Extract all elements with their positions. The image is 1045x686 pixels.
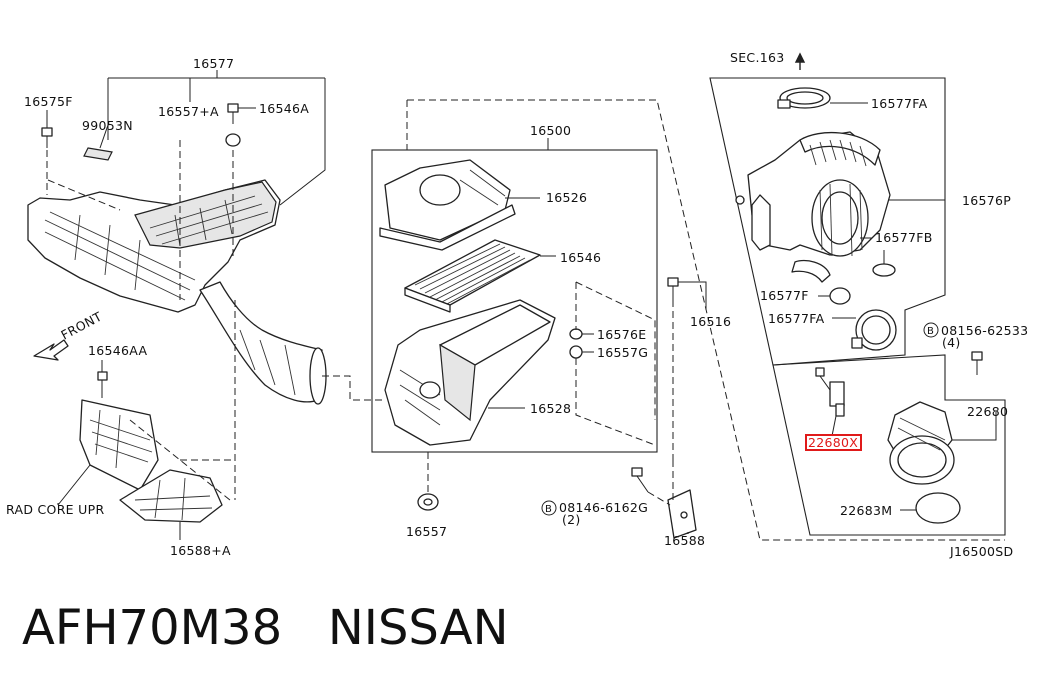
- parts-diagram: FRONT: [6, 50, 1028, 559]
- clamp-16577fb: [872, 263, 896, 277]
- circled-b-left-text: B: [545, 504, 552, 515]
- label-16516: 16516: [690, 314, 731, 329]
- air-cleaner-frame: [371, 149, 658, 453]
- label-22680x: 22680X: [808, 435, 858, 450]
- lower-case-16528: [384, 299, 556, 446]
- label-16528: 16528: [530, 401, 571, 416]
- label-sec-163: SEC.163: [730, 50, 785, 65]
- diagram-code: J16500SD: [949, 544, 1013, 559]
- air-cleaner-group: B: [371, 99, 1005, 541]
- bolt-08156: [971, 351, 983, 375]
- label-16577fb: 16577FB: [875, 230, 933, 245]
- label-16557g: 16557G: [597, 345, 648, 360]
- label-16546a: 16546A: [259, 101, 309, 116]
- bracket-16588: [667, 489, 697, 539]
- caption-brand: NISSAN: [327, 600, 509, 656]
- front-label: FRONT: [58, 309, 104, 343]
- sec-arrow-icon: [794, 52, 806, 70]
- maf-housing-22680: [887, 401, 955, 485]
- label-16546: 16546: [560, 250, 601, 265]
- label-16577fa-mid: 16577FA: [768, 311, 825, 326]
- label-22680: 22680: [967, 404, 1008, 419]
- grommet-16557a: [225, 133, 241, 147]
- product-caption: AFH70M38 NISSAN: [22, 596, 1022, 666]
- label-08146-code: 08146-6162G: [559, 500, 648, 515]
- maf-frame: [772, 354, 1006, 536]
- hose-16577f: [791, 259, 831, 283]
- bolt-16546a: [227, 103, 239, 124]
- label-16577fa-top: 16577FA: [871, 96, 928, 111]
- label-16577: 16577: [193, 56, 234, 71]
- label-08156-qty: (4): [942, 335, 961, 350]
- bracket-16588a: [119, 469, 223, 523]
- label-16500: 16500: [530, 123, 571, 138]
- pad-99053n: [83, 147, 113, 161]
- front-arrow-icon: [33, 339, 69, 361]
- label-08156-code: 08156-62533: [941, 323, 1028, 338]
- air-duct-group: FRONT: [27, 70, 382, 540]
- circled-b-right: [923, 322, 939, 338]
- clamp-16577f: [829, 287, 851, 305]
- rad-core-bracket: [79, 371, 159, 491]
- maf-sensor-22680x: [815, 367, 845, 437]
- label-08146-qty: (2): [562, 512, 581, 527]
- label-16575f: 16575F: [24, 94, 73, 109]
- grommet-16557g: [569, 345, 583, 359]
- gasket-22683m: [915, 492, 961, 524]
- resonator-group: B: [709, 52, 1006, 536]
- cap-16576e: [569, 328, 583, 340]
- diagram-labels: 16577 16575F 16557+A 16546A 99053N 16500…: [6, 50, 1028, 559]
- bolt-16516: [667, 277, 679, 300]
- label-16588: 16588: [664, 533, 705, 548]
- label-16557: 16557: [406, 524, 447, 539]
- label-rad-core-upr: RAD CORE UPR: [6, 502, 104, 517]
- circled-b-left: [541, 500, 557, 516]
- label-99053n: 99053N: [82, 118, 133, 133]
- label-16588a: 16588+A: [170, 543, 231, 558]
- caption-part-number: AFH70M38: [22, 600, 283, 656]
- label-16577f: 16577F: [760, 288, 809, 303]
- label-16576e: 16576E: [597, 327, 646, 342]
- filter-16546: [404, 239, 541, 313]
- bolt-16575f: [41, 127, 53, 148]
- label-22683m: 22683M: [840, 503, 892, 518]
- part-highlight-frame: [805, 434, 862, 451]
- upper-cover-16526: [379, 159, 516, 251]
- label-16526: 16526: [546, 190, 587, 205]
- bolt-08146: [631, 467, 649, 493]
- label-16546aa: 16546AA: [88, 343, 147, 358]
- circled-b-right-text: B: [927, 326, 934, 337]
- label-16576p: 16576P: [962, 193, 1011, 208]
- label-16557a: 16557+A: [158, 104, 219, 119]
